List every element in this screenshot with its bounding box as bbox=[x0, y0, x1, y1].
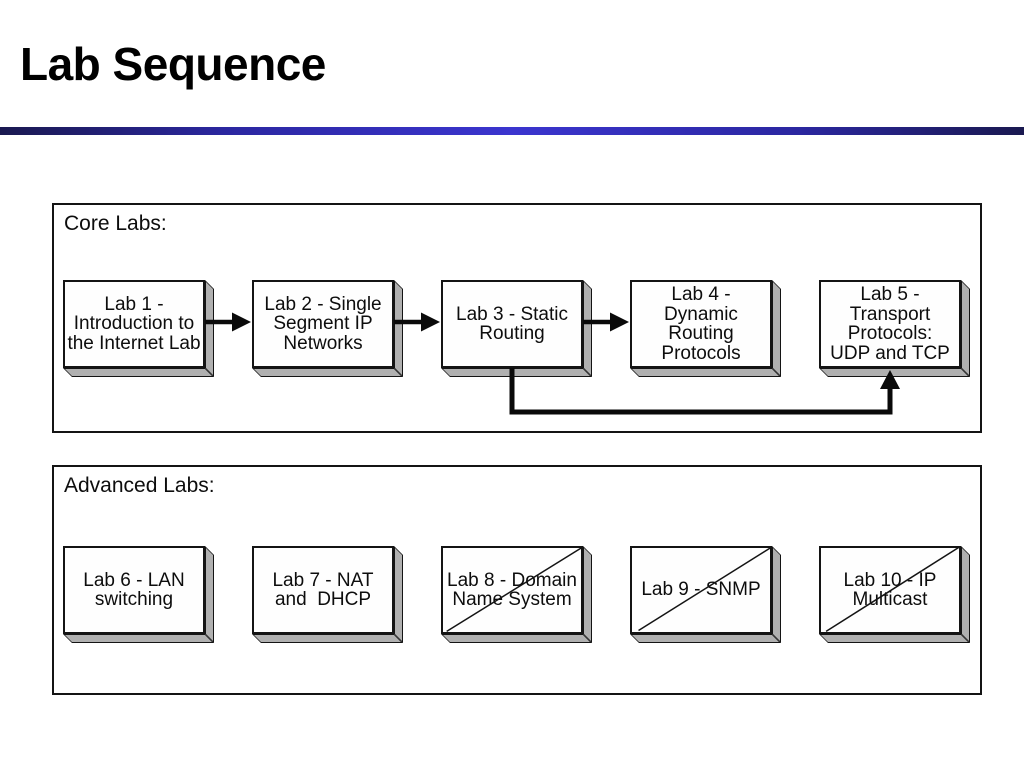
lab-box-lab-4: Lab 4 - Dynamic Routing Protocols bbox=[630, 280, 781, 377]
box-depth-bottom bbox=[63, 368, 214, 377]
core-labs-section: Core Labs: bbox=[52, 203, 982, 433]
box-depth-bottom bbox=[441, 368, 592, 377]
box-depth-bottom bbox=[63, 634, 214, 643]
box-depth-bottom bbox=[630, 368, 781, 377]
box-depth-bottom bbox=[252, 368, 403, 377]
box-depth-right bbox=[583, 546, 592, 643]
lab-box-lab-8: Lab 8 - Domain Name System bbox=[441, 546, 592, 643]
box-depth-bottom bbox=[819, 368, 970, 377]
lab-box-lab-1: Lab 1 - Introduction to the Internet Lab bbox=[63, 280, 214, 377]
title-divider-bar bbox=[0, 127, 1024, 135]
lab-box-label: Lab 9 - SNMP bbox=[630, 546, 772, 634]
strikethrough-line bbox=[630, 546, 772, 634]
lab-box-lab-10: Lab 10 - IP Multicast bbox=[819, 546, 970, 643]
strikethrough-line bbox=[819, 546, 961, 634]
lab-box-lab-5: Lab 5 - Transport Protocols: UDP and TCP bbox=[819, 280, 970, 377]
box-depth-right bbox=[772, 280, 781, 377]
lab-box-lab-6: Lab 6 - LAN switching bbox=[63, 546, 214, 643]
box-depth-right bbox=[961, 546, 970, 643]
lab-box-lab-7: Lab 7 - NAT and DHCP bbox=[252, 546, 403, 643]
box-depth-right bbox=[394, 546, 403, 643]
lab-box-lab-3: Lab 3 - Static Routing bbox=[441, 280, 592, 377]
lab-box-lab-9: Lab 9 - SNMP bbox=[630, 546, 781, 643]
box-depth-right bbox=[583, 280, 592, 377]
lab-box-label: Lab 6 - LAN switching bbox=[63, 546, 205, 634]
lab-box-label: Lab 7 - NAT and DHCP bbox=[252, 546, 394, 634]
lab-box-label: Lab 8 - Domain Name System bbox=[441, 546, 583, 634]
advanced-labs-section: Advanced Labs: bbox=[52, 465, 982, 695]
lab-box-label: Lab 4 - Dynamic Routing Protocols bbox=[630, 280, 772, 368]
lab-box-lab-2: Lab 2 - Single Segment IP Networks bbox=[252, 280, 403, 377]
box-depth-bottom bbox=[819, 634, 970, 643]
box-depth-bottom bbox=[441, 634, 592, 643]
box-depth-right bbox=[205, 280, 214, 377]
page-title: Lab Sequence bbox=[20, 38, 326, 90]
box-depth-bottom bbox=[252, 634, 403, 643]
lab-box-label: Lab 3 - Static Routing bbox=[441, 280, 583, 368]
lab-box-label: Lab 1 - Introduction to the Internet Lab bbox=[63, 280, 205, 368]
box-depth-right bbox=[772, 546, 781, 643]
strikethrough-line bbox=[441, 546, 583, 634]
box-depth-right bbox=[394, 280, 403, 377]
box-depth-bottom bbox=[630, 634, 781, 643]
lab-box-label: Lab 10 - IP Multicast bbox=[819, 546, 961, 634]
core-labs-heading: Core Labs: bbox=[64, 212, 167, 235]
box-depth-right bbox=[205, 546, 214, 643]
advanced-labs-heading: Advanced Labs: bbox=[64, 474, 215, 497]
box-depth-right bbox=[961, 280, 970, 377]
lab-box-label: Lab 5 - Transport Protocols: UDP and TCP bbox=[819, 280, 961, 368]
lab-box-label: Lab 2 - Single Segment IP Networks bbox=[252, 280, 394, 368]
